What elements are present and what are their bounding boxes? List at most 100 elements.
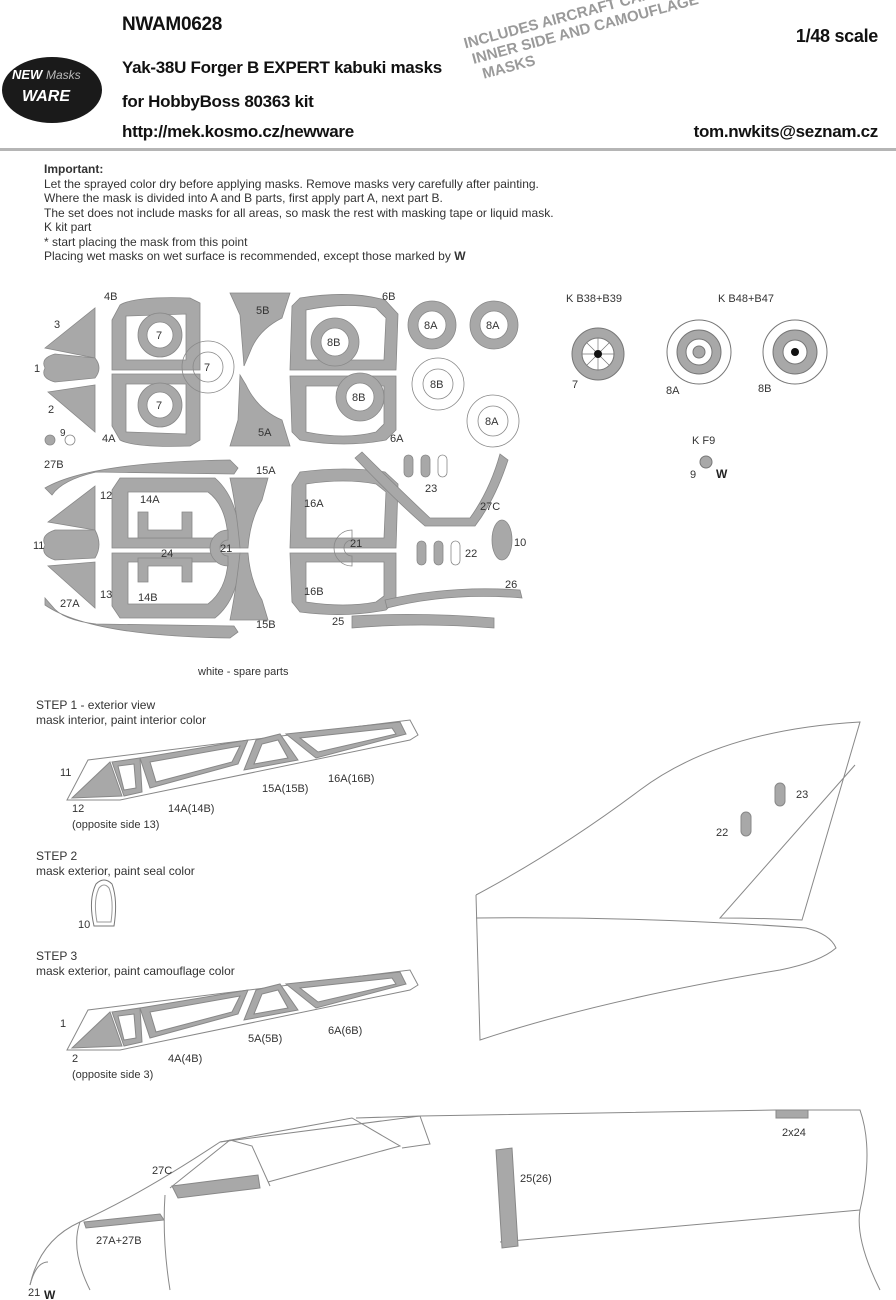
notes-line: * start placing the mask from this point xyxy=(44,234,248,249)
tail-label-22: 22 xyxy=(716,827,728,839)
product-code: NWAM0628 xyxy=(122,14,223,35)
notes-line: Placing wet masks on wet surface is reco… xyxy=(44,249,554,264)
mask-15A xyxy=(229,477,269,549)
step2-title: STEP 2 xyxy=(36,849,77,863)
notes-heading: Important: xyxy=(44,162,104,176)
product-title: Yak-38U Forger B EXPERT kabuki masks xyxy=(122,58,442,77)
step1-mask-14 xyxy=(139,739,249,789)
mask-23b xyxy=(420,454,431,478)
label-12: 12 xyxy=(100,490,112,502)
mask-1 xyxy=(43,353,100,383)
label-4A: 4A xyxy=(102,433,116,445)
label-14A: 14A xyxy=(140,494,160,506)
scale-label: 1/48 scale xyxy=(795,26,878,46)
label-8Ac: 8A xyxy=(485,416,499,428)
mask-2 xyxy=(47,384,96,433)
mask-22b xyxy=(433,540,444,566)
spare-7 xyxy=(181,340,235,394)
step1-description: mask interior, paint interior color xyxy=(36,713,206,727)
fuselage-label-27AB: 27A+27B xyxy=(96,1235,142,1247)
label-22: 22 xyxy=(465,548,477,560)
label-8Ab: 8A xyxy=(486,320,500,332)
mask-15B xyxy=(229,552,269,621)
step1-mask-16 xyxy=(284,721,407,759)
label-24: 24 xyxy=(161,548,173,560)
step1-mask-11 xyxy=(70,761,123,799)
step1-label-15: 15A(15B) xyxy=(262,783,308,795)
label-5B: 5B xyxy=(256,305,269,317)
spare-21 xyxy=(333,529,353,567)
label-6B: 6B xyxy=(382,291,395,303)
wheel-label-8A: 8A xyxy=(666,385,680,397)
kit-label-F9: K F9 xyxy=(692,435,715,447)
mask-24a xyxy=(137,511,193,539)
mask-13 xyxy=(47,561,96,609)
fuselage-label-27C: 27C xyxy=(152,1165,172,1177)
mask-3 xyxy=(44,307,96,359)
label-9: 9 xyxy=(60,428,66,439)
tail-label-23: 23 xyxy=(796,789,808,801)
website-link[interactable]: http://mek.kosmo.cz/newware xyxy=(122,122,354,141)
fuselage-label-24: 2x24 xyxy=(782,1127,806,1139)
mask-6A xyxy=(289,375,397,445)
step2-seal xyxy=(90,879,117,927)
wheel-label-9: 9 xyxy=(690,469,696,481)
notes-line: Let the sprayed color dry before applyin… xyxy=(44,176,539,191)
step3-label-5: 5A(5B) xyxy=(248,1033,282,1045)
mask-22a xyxy=(416,540,427,566)
tail-mask-22 xyxy=(740,811,752,837)
label-27A: 27A xyxy=(60,598,80,610)
label-15A: 15A xyxy=(256,465,276,477)
step1-canopy-outline xyxy=(66,719,419,801)
step1-label-11: 11 xyxy=(60,767,71,779)
step3-mask-2 xyxy=(111,1007,143,1047)
fuselage-mask-24 xyxy=(775,1109,809,1119)
step3-mask-1 xyxy=(70,1011,123,1049)
step3-title: STEP 3 xyxy=(36,949,77,963)
label-5A: 5A xyxy=(258,427,272,439)
label-7a: 7 xyxy=(156,330,162,342)
label-25: 25 xyxy=(332,616,344,628)
label-27C: 27C xyxy=(480,501,500,513)
product-subtitle: for HobbyBoss 80363 kit xyxy=(122,92,314,111)
wet-mark-9: W xyxy=(716,467,728,481)
label-3: 3 xyxy=(54,319,60,331)
fuselage-mask-27C xyxy=(171,1174,261,1199)
label-21a: 21 xyxy=(220,543,232,555)
step1-label-16: 16A(16B) xyxy=(328,773,374,785)
label-2: 2 xyxy=(48,404,54,416)
mask-23-frame xyxy=(354,451,509,527)
logo-text-masks: Masks xyxy=(46,68,81,82)
wet-mark: W xyxy=(454,249,466,263)
label-1: 1 xyxy=(34,363,40,375)
mask-21 xyxy=(209,529,229,567)
spare-8A xyxy=(466,394,520,448)
step3-canopy-outline xyxy=(66,969,419,1051)
header-divider xyxy=(0,148,896,151)
fuselage-label-25: 25(26) xyxy=(520,1173,552,1185)
mask-25 xyxy=(351,614,495,629)
email-link[interactable]: tom.nwkits@seznam.cz xyxy=(693,122,879,141)
label-16A: 16A xyxy=(304,498,324,510)
label-23: 23 xyxy=(425,483,437,495)
label-15B: 15B xyxy=(256,619,276,631)
notes-line: The set does not include masks for all a… xyxy=(44,205,554,220)
mask-9-location xyxy=(699,455,713,469)
wheel-kit-label-1: K B38+B39 xyxy=(566,293,622,305)
wheel-label-7: 7 xyxy=(572,379,578,391)
tail-fin-drawing xyxy=(475,721,861,1041)
mask-24b xyxy=(137,557,193,583)
mask-5B xyxy=(229,292,291,367)
spare-parts-note: white - spare parts xyxy=(197,666,289,678)
notes-wet-text: Placing wet masks on wet surface is reco… xyxy=(44,249,451,263)
label-21b: 21 xyxy=(350,538,362,550)
step1-label-14: 14A(14B) xyxy=(168,803,214,815)
mask-5A xyxy=(229,373,291,447)
label-26: 26 xyxy=(505,579,517,591)
label-6A: 6A xyxy=(390,433,404,445)
mask-27B xyxy=(44,459,239,496)
step1-opposite-note: (opposite side 13) xyxy=(72,819,159,831)
mask-11 xyxy=(43,529,100,561)
label-13: 13 xyxy=(100,589,112,601)
